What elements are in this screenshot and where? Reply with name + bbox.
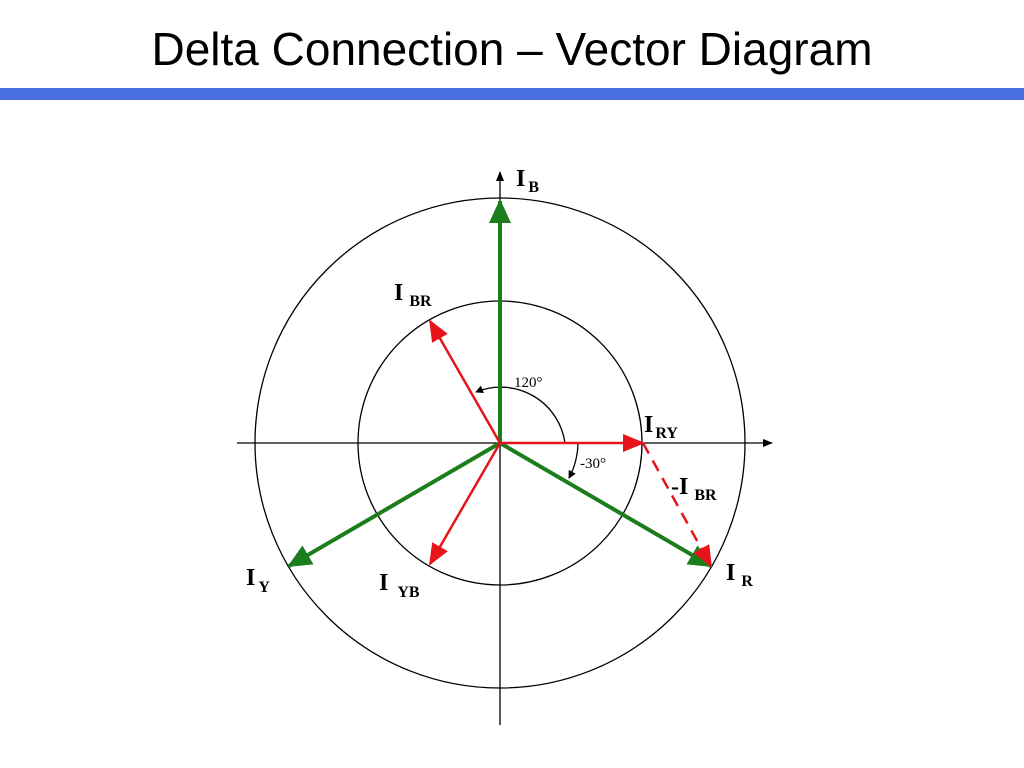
- label-iyb-sub: YB: [397, 584, 420, 601]
- vector-iyb: [428, 442, 502, 566]
- title-rule-bar: [0, 88, 1024, 100]
- title-rule: [0, 88, 1024, 100]
- label-ib-main: I: [516, 166, 525, 192]
- vector-neg-ibr: [641, 442, 713, 568]
- label-iy-sub: Y: [258, 579, 270, 596]
- label-neg-ibr-main: -I: [671, 474, 688, 500]
- label-iry-sub: RY: [655, 425, 678, 442]
- angle-arc-minus30: [568, 442, 579, 479]
- label-ir-main: I: [726, 560, 735, 586]
- label-neg-ibr-sub: BR: [694, 487, 717, 504]
- angle-arc-120: [475, 385, 566, 444]
- label-iyb-main: I: [379, 570, 388, 596]
- label-iyb: I YB: [379, 570, 420, 601]
- label-ibr-sub: BR: [409, 293, 432, 310]
- label-ibr-main: I: [394, 280, 403, 306]
- label-ibr: I BR: [394, 280, 432, 310]
- angle-label-120: 120°: [514, 375, 543, 391]
- label-ib-sub: B: [528, 179, 539, 196]
- slide-title: Delta Connection – Vector Diagram: [151, 23, 873, 75]
- angle-label-minus30: -30°: [580, 456, 606, 472]
- label-iy-main: I: [246, 565, 255, 591]
- label-iry-main: I: [644, 412, 653, 438]
- label-ir-sub: R: [741, 573, 753, 590]
- label-neg-ibr: -I BR: [671, 474, 717, 504]
- vector-ibr: [428, 319, 502, 444]
- vector-iy: [287, 441, 502, 568]
- vector-ir: [498, 441, 713, 568]
